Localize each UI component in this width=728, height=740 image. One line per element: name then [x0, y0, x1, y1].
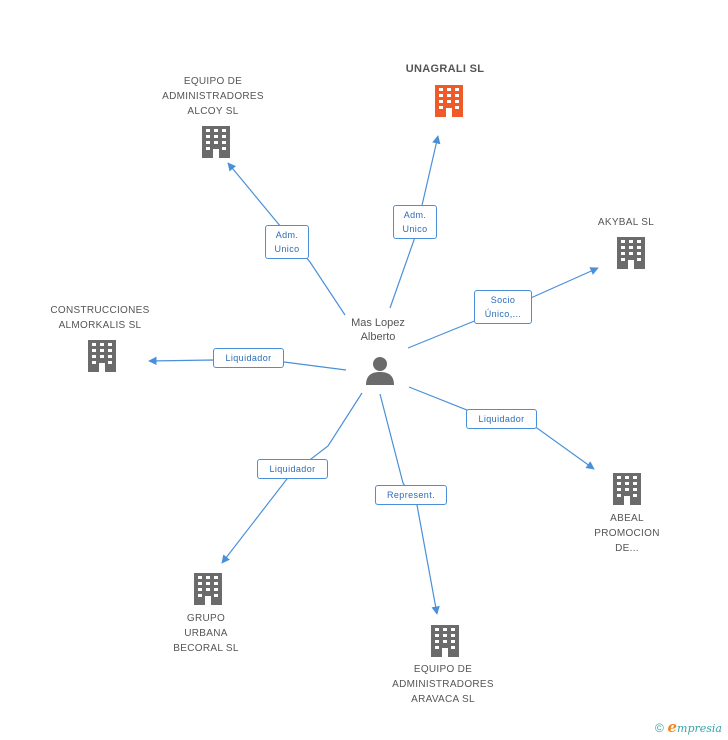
person-icon[interactable] [365, 355, 395, 385]
company-label-abeal[interactable]: ABEAL PROMOCION DE... [594, 513, 660, 554]
brand-logo-text: mpresia [677, 722, 722, 735]
relation-label-alcoy[interactable]: Adm. Unico [265, 225, 309, 259]
person-name: Mas Lopez Alberto [351, 317, 405, 343]
building-icon-almorkalis[interactable] [86, 339, 118, 373]
edge-to-alcoy [227, 162, 346, 316]
relation-label-akybal[interactable]: Socio Único,... [474, 290, 532, 324]
building-icon-aravaca[interactable] [429, 624, 461, 658]
brand-logo-e: e [667, 718, 678, 736]
relation-label-abeal[interactable]: Liquidador [466, 409, 537, 429]
edge-to-unagrali [389, 135, 441, 309]
relation-label-unagrali[interactable]: Adm. Unico [393, 205, 437, 239]
building-icon-becoral[interactable] [192, 572, 224, 606]
company-label-becoral[interactable]: GRUPO URBANA BECORAL SL [173, 613, 239, 654]
company-label-akybal[interactable]: AKYBAL SL [597, 217, 655, 228]
building-icon-unagrali[interactable] [433, 84, 465, 118]
building-icon-alcoy[interactable] [200, 125, 232, 159]
copyright-symbol: © [655, 721, 664, 735]
building-icon-akybal[interactable] [615, 236, 647, 270]
relation-label-becoral[interactable]: Liquidador [257, 459, 328, 479]
relation-label-almorkalis[interactable]: Liquidador [213, 348, 284, 368]
company-label-unagrali[interactable]: UNAGRALI SL [405, 63, 485, 75]
company-label-aravaca[interactable]: EQUIPO DE ADMINISTRADORES ARAVACA SL [392, 664, 494, 705]
company-label-almorkalis[interactable]: CONSTRUCCIONES ALMORKALIS SL [50, 305, 150, 331]
company-label-alcoy[interactable]: EQUIPO DE ADMINISTRADORES ALCOY SL [162, 76, 264, 117]
footer-brand: © empresia [655, 718, 722, 736]
building-icon-abeal[interactable] [611, 472, 643, 506]
relation-label-aravaca[interactable]: Represent. [375, 485, 447, 505]
